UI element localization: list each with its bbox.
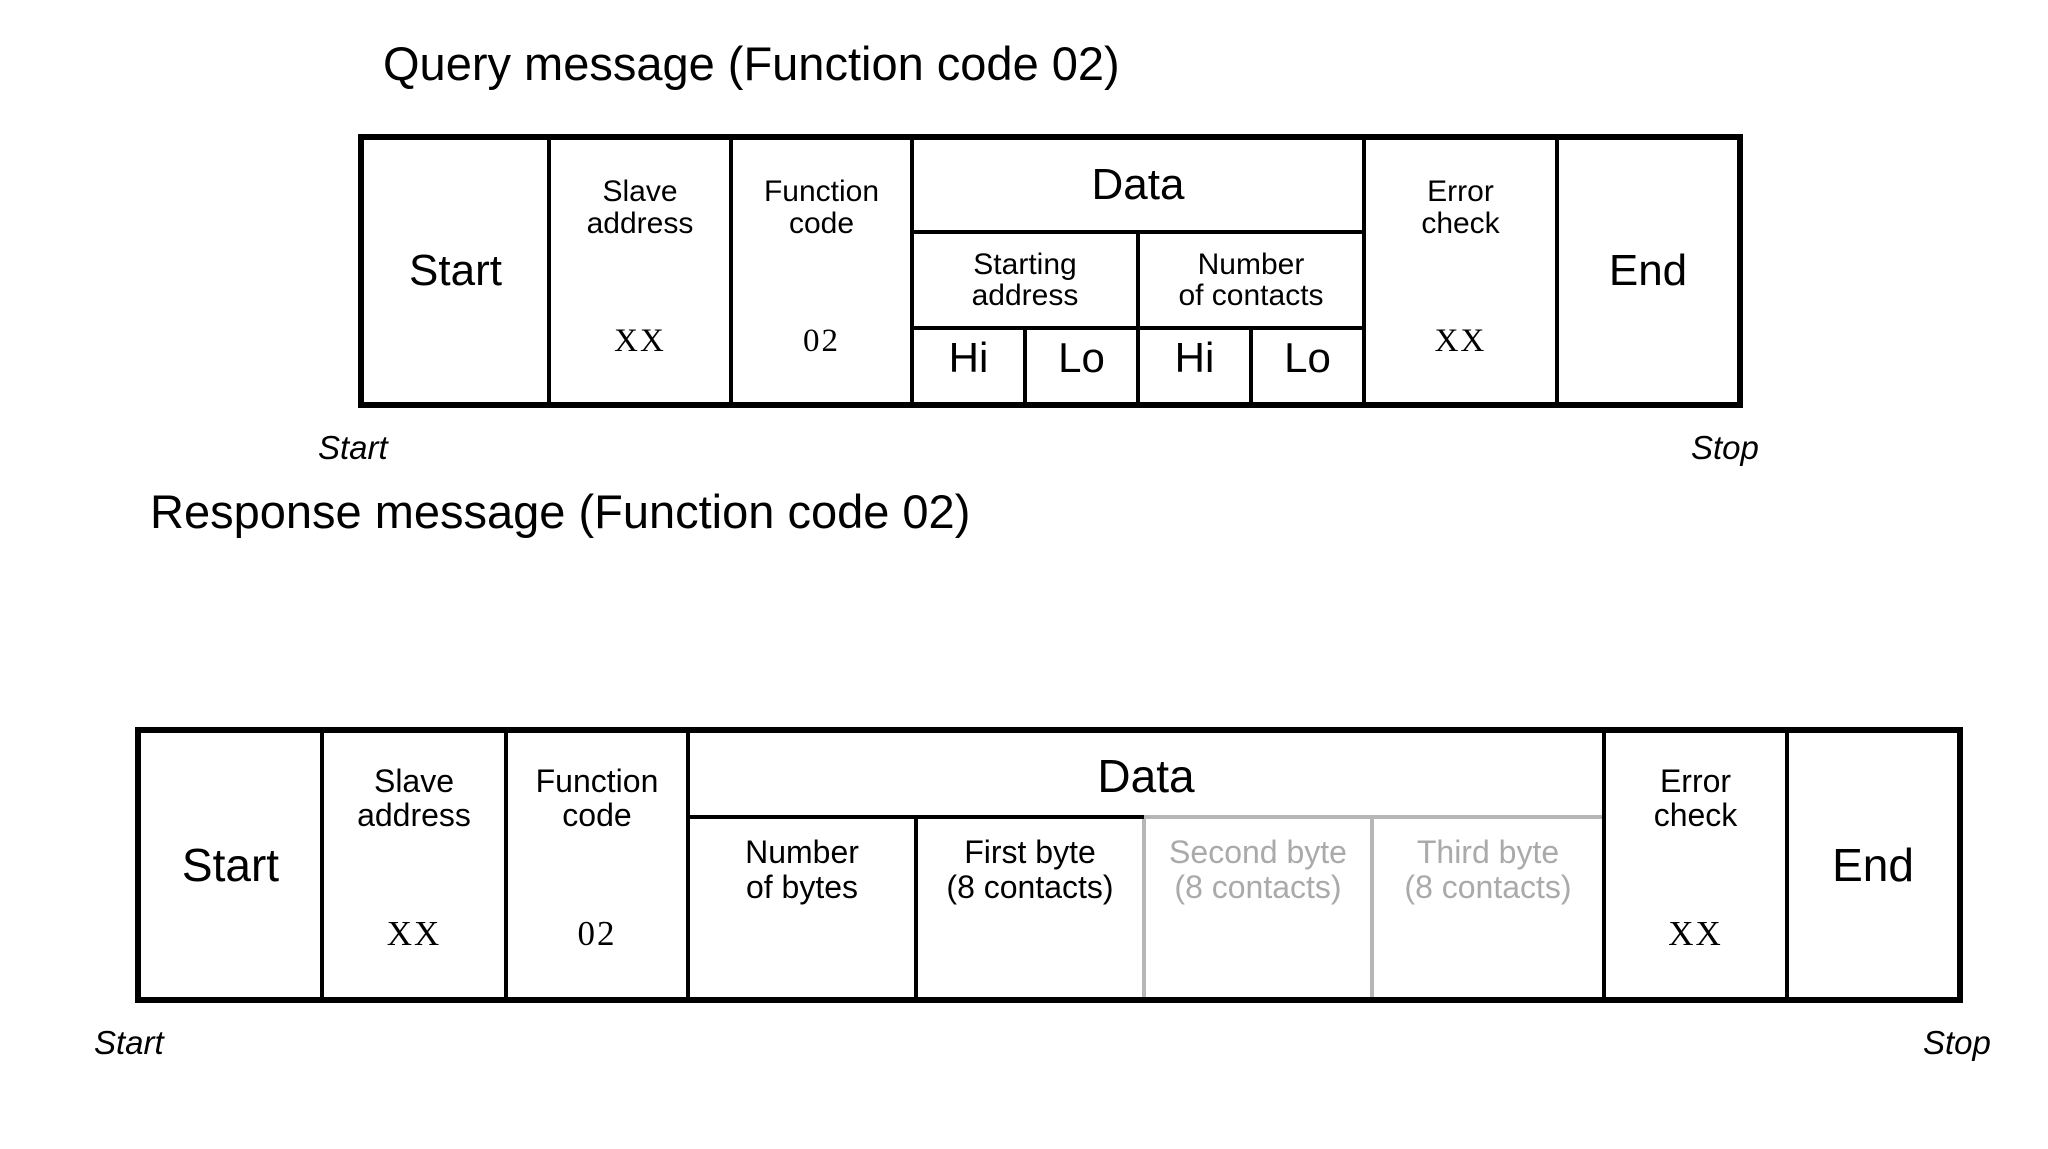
response-slave-address-value: XX [386,914,442,953]
query-cell-data: Data Starting address Number of contacts… [914,140,1366,402]
response-cell-function-code: Function code 02 [508,733,690,997]
response-data-header: Data [690,733,1602,819]
query-data-byte-row: Hi Lo Hi Lo [914,330,1362,402]
query-number-of-contacts-label: Number of contacts [1178,247,1324,312]
query-cell-function-code: Function code 02 [733,140,914,402]
response-error-check-label: Error check [1653,763,1738,833]
response-message-title: Response message (Function code 02) [150,485,971,538]
response-third-byte: Third byte (8 contacts) [1404,834,1572,905]
response-cell-start: Start [141,733,324,997]
response-cell-data: Data Number of bytes First byte (8 conta… [690,733,1606,997]
query-cell-slave-address: Slave address XX [551,140,733,402]
query-cell-end: End [1559,140,1737,402]
query-function-code-label: Function code [763,175,880,240]
query-frame-stop-marker: Stop [1691,429,1759,466]
response-end-label: End [1832,838,1914,891]
query-number-of-contacts-hi: Hi [1140,330,1253,402]
response-second-byte: Second byte (8 contacts) [1146,819,1374,997]
query-starting-address-lo: Lo [1027,330,1140,402]
query-error-check-label: Error check [1421,175,1500,240]
query-cell-error-check: Error check XX [1366,140,1559,402]
response-first-byte: First byte (8 contacts) [918,819,1146,997]
query-slave-address-value: XX [614,323,666,359]
response-error-check-value: XX [1668,914,1723,953]
response-slave-address-label: Slave address [357,763,471,833]
query-number-of-contacts-lo: Lo [1284,334,1331,381]
response-function-code-value: 02 [577,914,617,953]
query-starting-address-hi: Hi [914,330,1027,402]
response-function-code-label: Function code [535,763,659,833]
query-end-label: End [1608,245,1688,295]
response-cell-end: End [1789,733,1957,997]
query-frame-start-marker: Start [318,429,388,466]
response-frame-start-marker: Start [94,1024,164,1061]
response-start-label: Start [181,838,280,891]
query-starting-address-label: Starting address [914,234,1140,326]
query-function-code-value: 02 [803,323,840,359]
query-data-header: Data [914,140,1362,234]
query-cell-start: Start [364,140,551,402]
query-slave-address-label: Slave address [586,175,694,240]
response-frame-stop-marker: Stop [1923,1024,1991,1061]
query-data-subheader-row: Starting address Number of contacts [914,234,1362,330]
response-data-header-rule [690,815,1602,819]
response-data-byte-row: Number of bytes First byte (8 contacts) … [690,819,1602,997]
response-cell-error-check: Error check XX [1606,733,1789,997]
response-number-of-bytes: Number of bytes [690,819,918,997]
query-message-frame: Start Slave address XX Function code 02 … [358,134,1743,408]
query-error-check-value: XX [1434,323,1487,359]
response-data-header-text: Data [1097,750,1195,802]
response-message-frame: Start Slave address XX Function code 02 … [135,727,1963,1003]
response-cell-slave-address: Slave address XX [324,733,508,997]
query-message-title: Query message (Function code 02) [383,37,1120,90]
query-start-label: Start [409,245,502,295]
